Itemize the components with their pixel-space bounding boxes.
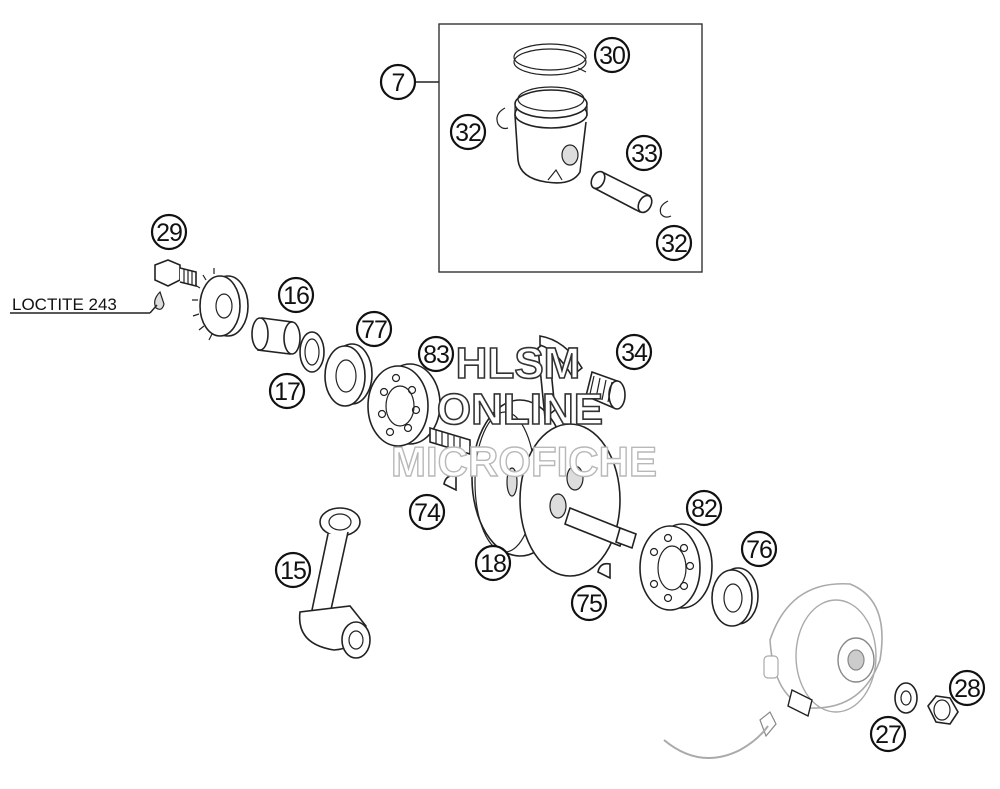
svg-text:74: 74 <box>414 499 441 527</box>
callout-74: 74 <box>408 493 446 531</box>
piston <box>514 86 588 184</box>
watermark-line-2: ONLINE <box>437 385 603 434</box>
svg-text:82: 82 <box>691 495 717 523</box>
svg-text:17: 17 <box>274 378 300 406</box>
callout-32-top: 32 <box>449 113 487 151</box>
callout-28: 28 <box>948 669 986 707</box>
circlip-right <box>659 200 672 218</box>
callout-18: 18 <box>474 544 512 582</box>
callout-76: 76 <box>740 530 778 568</box>
svg-text:15: 15 <box>280 557 306 585</box>
svg-text:75: 75 <box>576 590 602 618</box>
watermark: HLSM ONLINE MICROFICHE <box>390 338 657 486</box>
callout-30: 30 <box>593 36 631 74</box>
crankshaft <box>429 335 637 577</box>
callout-7: 7 <box>379 63 417 101</box>
circlip-left <box>496 107 509 130</box>
watermark-line-1: HLSM <box>456 339 581 388</box>
callout-77: 77 <box>355 310 393 348</box>
piston-ring <box>513 43 587 76</box>
needle-bearing <box>585 370 626 410</box>
svg-text:7: 7 <box>392 69 405 97</box>
ball-bearing-left <box>367 363 441 447</box>
svg-text:29: 29 <box>156 219 182 247</box>
piston-kit-box <box>438 23 703 273</box>
flywheel-washer <box>894 682 918 714</box>
piston-pin <box>590 170 653 214</box>
svg-text:77: 77 <box>361 316 387 344</box>
svg-text:33: 33 <box>631 140 657 168</box>
svg-text:18: 18 <box>480 550 506 578</box>
svg-text:27: 27 <box>875 721 901 749</box>
shim-washer <box>299 331 325 373</box>
bolt <box>154 259 197 288</box>
crank-gear <box>192 268 249 341</box>
svg-text:76: 76 <box>746 536 772 564</box>
callout-83: 83 <box>417 335 455 373</box>
ignition-stator <box>663 583 883 759</box>
watermark-line-3: MICROFICHE <box>391 438 657 485</box>
svg-text:32: 32 <box>661 230 687 258</box>
svg-text:32: 32 <box>455 119 481 147</box>
callout-27: 27 <box>869 715 907 753</box>
flywheel-nut <box>927 695 959 725</box>
svg-text:16: 16 <box>283 282 309 310</box>
woodruff-key-right <box>597 562 611 580</box>
callout-33: 33 <box>625 134 663 172</box>
callout-32-bottom: 32 <box>655 224 693 262</box>
svg-text:83: 83 <box>423 341 449 369</box>
woodruff-key-left <box>443 474 457 492</box>
callout-75: 75 <box>570 584 608 622</box>
callout-16: 16 <box>277 276 315 314</box>
callout-34: 34 <box>615 333 653 371</box>
callout-15: 15 <box>274 551 312 589</box>
connecting-rod <box>298 507 371 659</box>
ball-bearing-right <box>639 523 713 611</box>
loctite-label: LOCTITE 243 <box>12 295 117 314</box>
svg-text:28: 28 <box>954 675 980 703</box>
loctite-drop <box>154 290 165 310</box>
svg-text:30: 30 <box>599 42 625 70</box>
callout-17: 17 <box>268 372 306 410</box>
shaft-seal-right <box>711 567 759 627</box>
shaft-seal-left <box>324 343 373 407</box>
svg-text:34: 34 <box>621 339 648 367</box>
spacer-sleeve <box>251 317 301 355</box>
callout-82: 82 <box>685 489 723 527</box>
callout-29: 29 <box>150 213 188 251</box>
